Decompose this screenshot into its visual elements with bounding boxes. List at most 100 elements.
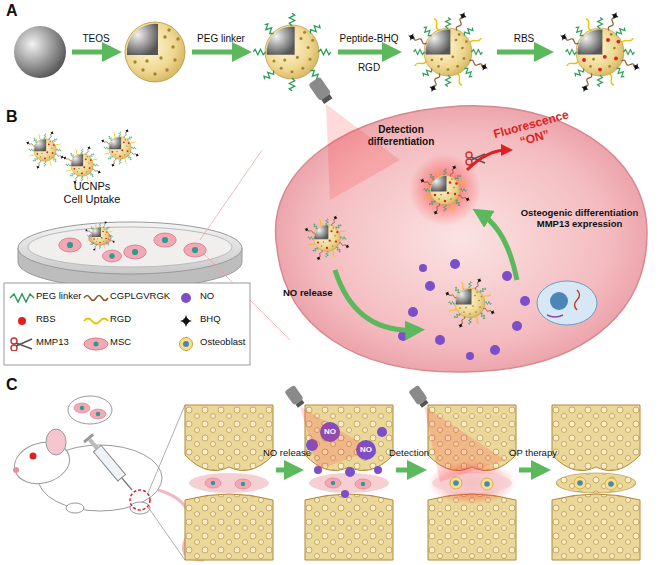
- legend-sample: [180, 338, 193, 351]
- joint-2: [314, 466, 322, 474]
- joint-4: [574, 477, 586, 489]
- therapy-arrows: [396, 468, 417, 473]
- joint-4: [556, 473, 636, 493]
- joint-3: [428, 405, 516, 560]
- figure-label: Peptide-BHQ: [340, 33, 399, 45]
- syringe: [90, 409, 106, 419]
- legend-sample: [18, 317, 26, 325]
- joint-2: [341, 490, 349, 498]
- petri-dish: [28, 227, 232, 267]
- mouse: [30, 453, 37, 460]
- therapy-arrows: [519, 468, 541, 473]
- joint-3: [428, 461, 516, 505]
- joint-2: [377, 427, 387, 437]
- nir-beams: [300, 406, 372, 470]
- figure-label: TEOS: [82, 33, 109, 45]
- legend-text: MMP13: [36, 337, 69, 348]
- figure-label: NO: [324, 427, 336, 436]
- legend-sample: [8, 337, 36, 351]
- cell-node: Detection differentiationFluorescence “O…: [255, 98, 650, 376]
- legend-text: RBS: [36, 314, 56, 325]
- petri-dish: [124, 245, 146, 259]
- legend-text: RGD: [110, 314, 131, 325]
- legend-text: Osteoblast: [200, 337, 245, 348]
- legend-sample: [82, 337, 110, 351]
- cell-outline: [276, 106, 647, 372]
- joint-1: [185, 405, 273, 560]
- figure-label: A: [6, 2, 18, 20]
- legend-sample: [181, 293, 191, 303]
- osteoblast-nucleus: [537, 281, 597, 325]
- no-molecules: [502, 271, 512, 281]
- legend-sample: [84, 296, 108, 301]
- joint-1: [185, 405, 273, 560]
- step-arrows: [497, 50, 544, 55]
- joint-1: [189, 473, 269, 493]
- figure-label: PEG linker: [197, 33, 245, 45]
- joint-3: [432, 473, 512, 493]
- legend-text: NO: [200, 291, 214, 302]
- step-arrows: [72, 50, 544, 55]
- legend-sample: [180, 315, 192, 327]
- uptake-particles: [25, 128, 139, 251]
- no-molecules: [466, 352, 474, 360]
- legend-sample: [82, 291, 110, 305]
- petri-dish: [184, 243, 206, 257]
- petri-dish: [18, 222, 242, 274]
- osteoblast-nucleus: [575, 290, 580, 310]
- uptake-particles: [25, 130, 64, 169]
- petri-dish: [154, 233, 176, 247]
- process-arrow: [481, 214, 517, 280]
- synthesis-steps: [407, 11, 490, 94]
- no-molecules: [398, 259, 530, 360]
- mouse: [66, 503, 84, 513]
- syringe: [122, 478, 132, 490]
- nir-lamp: [408, 385, 428, 406]
- joint-2: [325, 478, 341, 488]
- no-molecules: [408, 307, 418, 317]
- legend-sample: [172, 291, 200, 305]
- no-molecules: [490, 345, 500, 355]
- legend-sample: [172, 314, 200, 328]
- cell-text: Osteogenic differentiation MMP13 express…: [517, 208, 642, 230]
- legend-sample: [84, 338, 108, 350]
- nanoparticle: [444, 277, 496, 329]
- petri-dish: [18, 222, 242, 288]
- figure-label: UCNPs Cell Uptake: [63, 180, 121, 205]
- osteoblast-nucleus: [537, 281, 597, 325]
- nir-lamp: [284, 385, 304, 406]
- legend-frame: [4, 283, 250, 365]
- petri-dish: [102, 250, 121, 262]
- uptake-particles: [100, 128, 139, 167]
- cell-outline: [255, 98, 650, 376]
- joint-1: [205, 478, 221, 488]
- legend-sample: [84, 319, 108, 324]
- syringe: [68, 396, 137, 494]
- syringe: [68, 396, 112, 424]
- legend-sample: [183, 341, 189, 347]
- uptake-particles: [62, 145, 101, 184]
- syringe: [93, 445, 125, 481]
- figure-label: Detection: [389, 448, 429, 459]
- osteoblast-nucleus: [547, 315, 563, 317]
- synthesis-steps: [14, 11, 641, 94]
- legend-sample: [8, 314, 36, 328]
- joint-2: [356, 440, 376, 460]
- mouse: [148, 507, 185, 560]
- legend-sample: [16, 339, 32, 349]
- mouse: [130, 490, 150, 510]
- nanoparticle: [419, 164, 471, 216]
- no-molecules: [520, 296, 530, 306]
- mouse: [148, 405, 185, 493]
- nir-beams: [424, 406, 505, 482]
- syringe: [74, 403, 90, 413]
- joint-1: [235, 479, 251, 489]
- figure-label: OP therapy: [509, 448, 557, 459]
- joint-2: [345, 467, 355, 477]
- nir-lamp: [408, 385, 430, 409]
- no-molecules: [450, 259, 460, 269]
- legend-text: MSC: [110, 337, 131, 348]
- legend-sample: [8, 291, 36, 305]
- joint-2: [305, 405, 393, 560]
- figure-label: NO: [360, 445, 372, 454]
